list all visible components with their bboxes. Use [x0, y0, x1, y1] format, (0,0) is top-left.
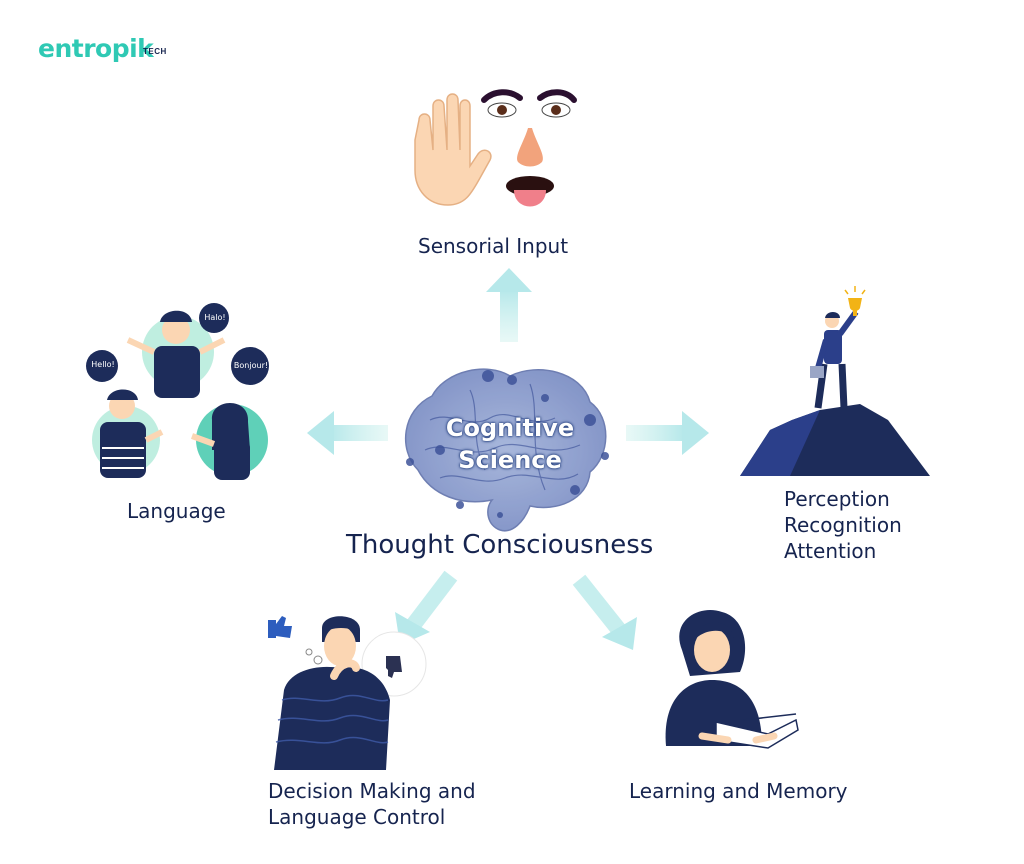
learning-memory-label: Learning and Memory	[629, 779, 848, 803]
language-label: Language	[127, 499, 226, 523]
brain-label: Cognitive Science	[420, 412, 600, 476]
arrow-up	[486, 268, 532, 342]
brand-logo-suffix: TECH	[143, 47, 167, 56]
brain-label-line1: Cognitive	[445, 414, 575, 442]
perception-illustration	[740, 286, 930, 476]
arrow-right	[626, 411, 709, 455]
brain-label-line2: Science	[458, 446, 562, 474]
bubble-hello: Hello!	[91, 360, 115, 369]
language-illustration	[86, 303, 269, 480]
bubble-halo: Halo!	[204, 313, 226, 322]
learning-illustration	[665, 609, 799, 749]
arrow-down-right	[572, 574, 637, 650]
arrow-left	[307, 411, 388, 455]
decision-illustration	[268, 616, 427, 770]
perception-label: Perception Recognition Attention	[784, 486, 902, 564]
bubble-bonjour: Bonjour!	[233, 361, 269, 370]
sensorial-input-label: Sensorial Input	[418, 234, 569, 258]
center-title: Thought Consciousness	[346, 530, 654, 560]
recognition-line: Recognition	[784, 513, 902, 537]
brand-logo: entropik	[38, 34, 154, 63]
brain-illustration	[405, 368, 609, 532]
decision-line1: Decision Making and	[268, 779, 476, 803]
decision-label: Decision Making and Language Control	[268, 778, 476, 830]
sensorial-illustration	[414, 89, 577, 207]
attention-line: Attention	[784, 539, 877, 563]
decision-line2: Language Control	[268, 805, 446, 829]
perception-line: Perception	[784, 487, 890, 511]
